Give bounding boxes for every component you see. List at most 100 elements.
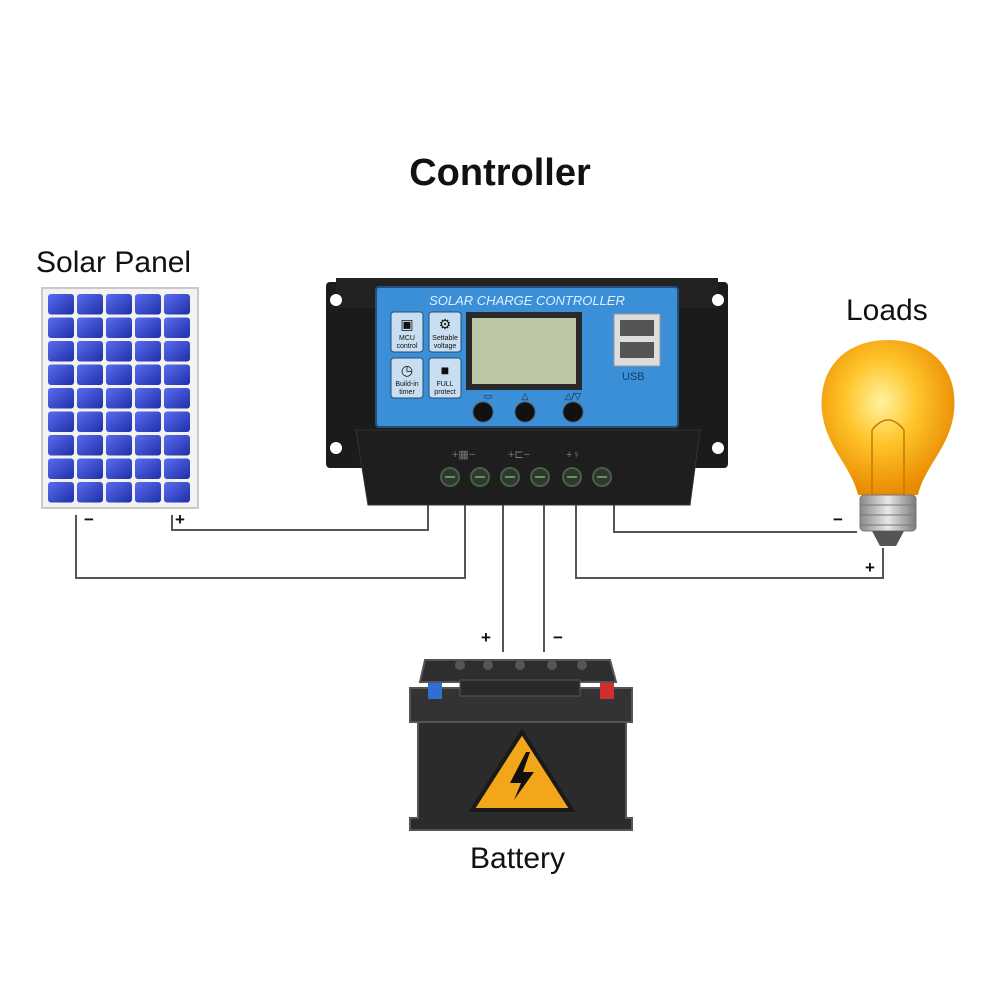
solar-cell: [48, 364, 74, 385]
solar-cell: [77, 435, 103, 456]
down-button: [562, 401, 584, 423]
lock-icon: ■: [441, 362, 449, 378]
solar-cell: [135, 411, 161, 432]
controller-title: SOLAR CHARGE CONTROLLER: [429, 293, 625, 308]
battery-positive-label: +: [481, 628, 491, 647]
solar-cell: [77, 388, 103, 409]
solar-cell: [77, 458, 103, 479]
feature-label: voltage: [434, 343, 457, 350]
solar-cell: [106, 364, 132, 385]
solar-cell: [135, 482, 161, 503]
feature-label: control: [396, 343, 417, 350]
solar-cell: [106, 388, 132, 409]
feature-label: timer: [399, 389, 415, 396]
loads-label: Loads: [846, 294, 928, 327]
solar-cells: [48, 294, 190, 503]
feature-label: FULL: [436, 381, 453, 388]
solar-cell: [48, 435, 74, 456]
solar-cell: [164, 341, 190, 362]
solar-cell: [106, 458, 132, 479]
solar-cell: [135, 317, 161, 338]
solar-cell: [106, 294, 132, 315]
solar-cell: [164, 364, 190, 385]
negative-terminal: [428, 683, 442, 699]
load-positive-wire: [575, 505, 884, 579]
solar-negative-wire: [75, 505, 466, 579]
solar-cell: [164, 411, 190, 432]
feature-label: MCU: [399, 335, 415, 342]
solar-cell: [164, 458, 190, 479]
up-button: [514, 401, 536, 423]
load-negative-label: −: [833, 510, 843, 529]
feature-label: Settable: [432, 335, 458, 342]
solar-cell: [106, 435, 132, 456]
light-bulb: [821, 340, 955, 546]
usb-label: USB: [622, 371, 645, 383]
solar-cell: [164, 294, 190, 315]
solar-cell: [77, 294, 103, 315]
solar-cell: [135, 458, 161, 479]
solar-cell: [77, 482, 103, 503]
solar-cell: [48, 411, 74, 432]
svg-text:+♀: +♀: [566, 449, 581, 461]
svg-text:△/▽: △/▽: [565, 391, 581, 401]
solar-cell: [106, 317, 132, 338]
positive-terminal: [600, 683, 614, 699]
gear-icon: ⚙: [439, 316, 452, 332]
menu-button: [472, 401, 494, 423]
solar-cell: [135, 435, 161, 456]
solar-cell: [77, 341, 103, 362]
chip-icon: ▣: [400, 316, 413, 332]
mount-hole: [330, 442, 342, 454]
solar-positive-label: +: [175, 510, 185, 529]
solar-cell: [106, 411, 132, 432]
solar-panel-label: Solar Panel: [36, 246, 192, 279]
battery: [409, 659, 633, 831]
solar-cell: [164, 482, 190, 503]
load-negative-wire: [613, 505, 857, 533]
wires: [75, 505, 884, 652]
load-positive-label: +: [865, 558, 875, 577]
solar-cell: [77, 411, 103, 432]
solar-cell: [135, 341, 161, 362]
solar-cell: [135, 388, 161, 409]
solar-cell: [106, 482, 132, 503]
solar-cell: [164, 435, 190, 456]
lcd-screen: [472, 318, 576, 384]
solar-cell: [48, 341, 74, 362]
solar-cell: [135, 294, 161, 315]
solar-cell: [48, 482, 74, 503]
solar-positive-wire: [171, 505, 429, 531]
terminals: [440, 467, 612, 487]
battery-negative-label: −: [553, 628, 563, 647]
solar-cell: [135, 364, 161, 385]
feature-label: Build-in: [395, 381, 418, 388]
solar-cell: [48, 388, 74, 409]
svg-text:▭: ▭: [484, 391, 493, 401]
clock-icon: ◷: [401, 362, 413, 378]
feature-label: protect: [434, 389, 455, 396]
solar-cell: [164, 388, 190, 409]
solar-cell: [48, 317, 74, 338]
solar-negative-label: −: [84, 510, 94, 529]
solar-cell: [77, 317, 103, 338]
solar-cell: [164, 317, 190, 338]
svg-text:+⊏−: +⊏−: [508, 449, 530, 461]
mount-hole: [712, 294, 724, 306]
battery-label: Battery: [470, 842, 566, 875]
page-title: Controller: [409, 152, 591, 194]
usb-port: [620, 342, 654, 358]
svg-text:+▦−: +▦−: [452, 449, 475, 461]
solar-cell: [77, 364, 103, 385]
mount-hole: [330, 294, 342, 306]
svg-text:△: △: [522, 391, 529, 401]
solar-cell: [48, 294, 74, 315]
